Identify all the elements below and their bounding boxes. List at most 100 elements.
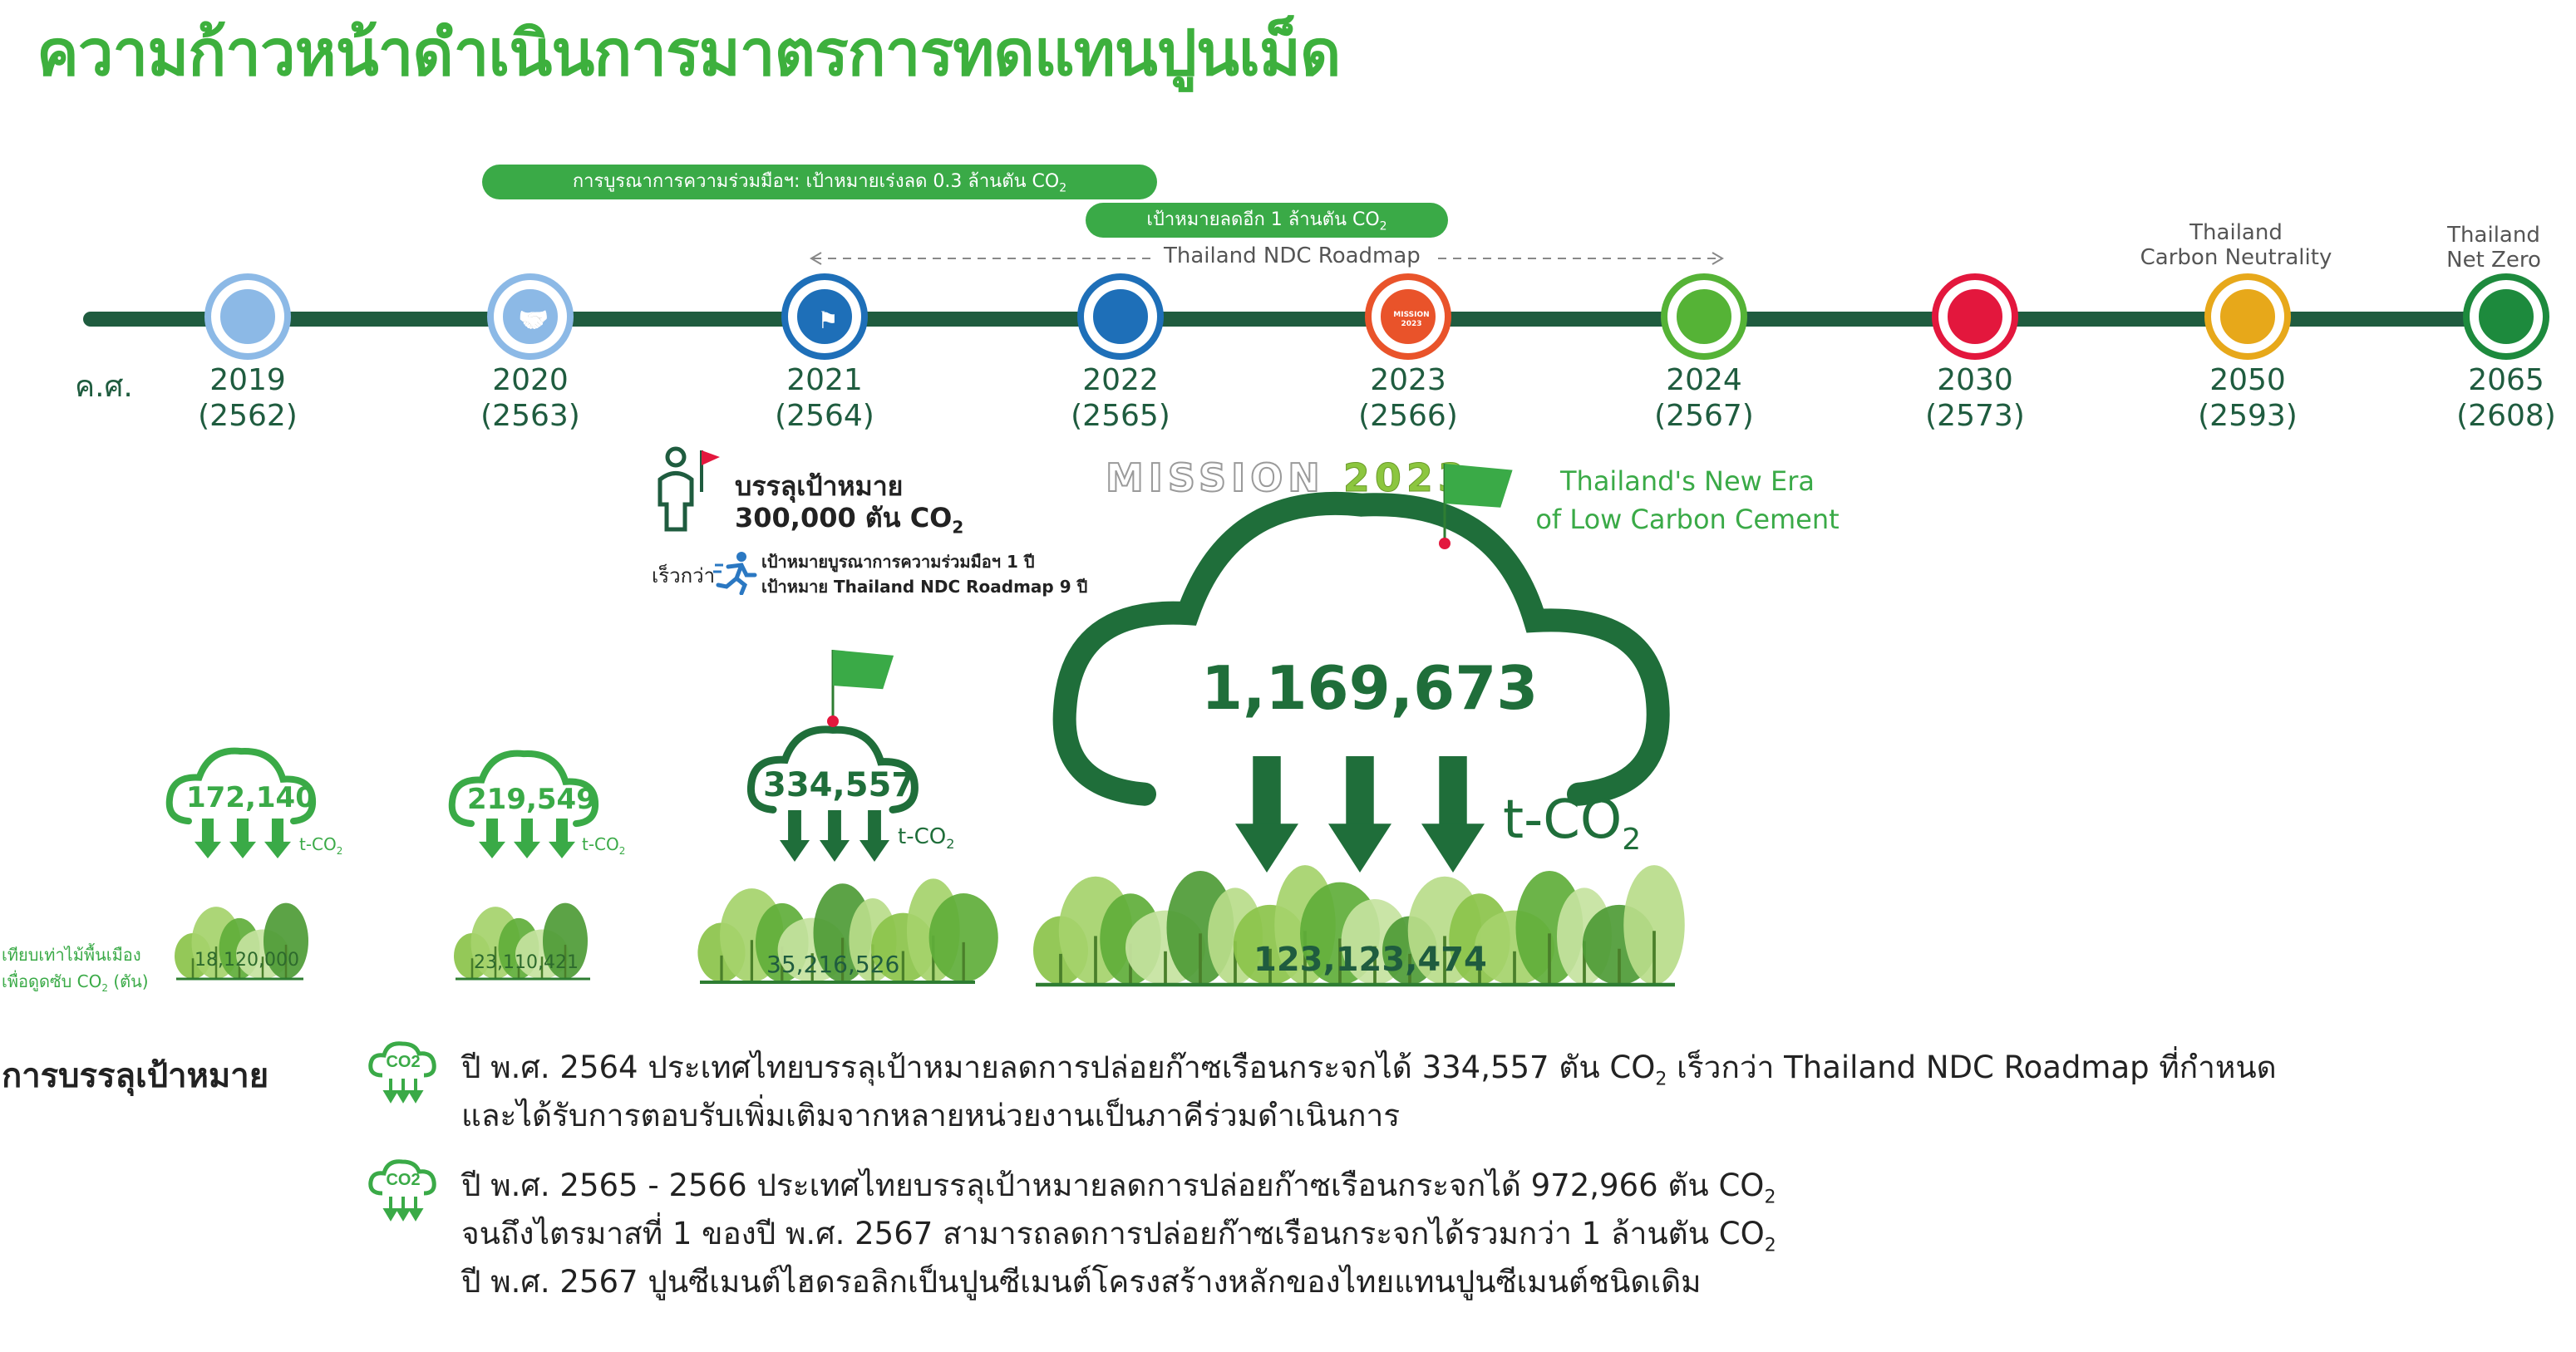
timeline-node-fill: ⚑ bbox=[794, 286, 855, 347]
footer-p2-a: ปี พ.ศ. 2565 - 2566 ประเทศไทยบรรลุเป้าหม… bbox=[461, 1168, 1765, 1203]
arrows-2021-head-0 bbox=[780, 839, 810, 862]
footer-p2-sub: 2 bbox=[1764, 1187, 1776, 1208]
trees-count-2019: 18,120,000 bbox=[195, 950, 299, 971]
year-be: (2608) bbox=[2456, 399, 2556, 433]
timeline-node-2020: 🤝 bbox=[487, 273, 574, 360]
trees-note-line2-sub: 2 bbox=[101, 982, 108, 994]
timeline-node-2050 bbox=[2204, 273, 2291, 360]
arrows-2019-head-2 bbox=[264, 841, 291, 858]
footer-p1-a: ปี พ.ศ. 2564 ประเทศไทยบรรลุเป้าหมายลดการ… bbox=[461, 1050, 1656, 1085]
footer-p1-sub: 2 bbox=[1655, 1069, 1667, 1090]
mission-badge-word: MISSION bbox=[1393, 311, 1430, 319]
timeline-node-fill: 🤝 bbox=[500, 286, 561, 347]
timeline-node-2021: ⚑ bbox=[781, 273, 868, 360]
year-be: (2562) bbox=[198, 399, 298, 433]
arrows-2019-head-1 bbox=[229, 841, 256, 858]
arrows-2021-shaft-0 bbox=[788, 810, 801, 843]
forest-mission-tree bbox=[1125, 910, 1205, 986]
timeline-dot-icon bbox=[1948, 289, 2009, 351]
cloud-mission bbox=[1052, 491, 1670, 806]
achievement-line2-text: 300,000 ตัน CO bbox=[735, 502, 953, 533]
footer-paragraph-2-line3: ปี พ.ศ. 2567 ปูนซีเมนต์ไฮดรอลิกเป็นปูนซี… bbox=[461, 1264, 1702, 1300]
achievement-line1: บรรลุเป้าหมาย bbox=[735, 470, 904, 502]
year-ad: 2050 bbox=[2209, 363, 2286, 397]
cloud-value-2019: 172,140 bbox=[186, 781, 315, 814]
arrows-mission-shaft-1 bbox=[1346, 756, 1374, 828]
flag-2021-cloth bbox=[833, 650, 894, 690]
forest-mission-tree bbox=[1623, 865, 1685, 986]
arrows-2020-shaft-0 bbox=[485, 819, 499, 843]
net-zero-line2: Net Zero bbox=[2446, 248, 2541, 273]
year-ad: 2065 bbox=[2468, 363, 2544, 397]
cloud-unit-2019: t-CO2 bbox=[299, 834, 342, 857]
cloud-unit-2019-sub: 2 bbox=[336, 845, 343, 857]
arrows-2020-shaft-2 bbox=[555, 819, 569, 843]
year-label-2030: 2030(2573) bbox=[1892, 362, 2058, 434]
faster-label: เร็วกว่า bbox=[652, 564, 716, 588]
co2-cloud-icon-1: CO2 bbox=[368, 1041, 436, 1104]
new-era-label: Thailand's New Era of Low Carbon Cement bbox=[1529, 462, 1845, 538]
arrows-2019-shaft-1 bbox=[236, 819, 249, 843]
trees-count-mission: 123,123,474 bbox=[1254, 941, 1487, 979]
arrows-mission-head-0 bbox=[1235, 823, 1298, 873]
cloud-unit-mission: t-CO2 bbox=[1503, 789, 1641, 857]
year-label-2023: 2023(2566) bbox=[1325, 362, 1491, 434]
additional-target-text: เป้าหมายลดอีก 1 ล้านตัน CO bbox=[1146, 209, 1380, 230]
net-zero-label: Thailand Net Zero bbox=[2427, 223, 2560, 273]
cloud-unit-2021: t-CO2 bbox=[898, 824, 954, 852]
additional-target-sub: 2 bbox=[1379, 219, 1387, 234]
forest-mission-tree bbox=[1557, 887, 1612, 986]
mission-heading-year: 2023 bbox=[1342, 455, 1470, 501]
timeline-line bbox=[83, 312, 2535, 327]
year-be: (2565) bbox=[1071, 399, 1170, 433]
net-zero-line1: Thailand bbox=[2447, 223, 2540, 248]
timeline-dot-icon bbox=[2479, 289, 2540, 351]
forest-mission-tree bbox=[1582, 904, 1657, 985]
arrows-2020-shaft-1 bbox=[520, 819, 534, 843]
timeline-node-2065 bbox=[2463, 273, 2549, 360]
person-flag-icon bbox=[658, 446, 720, 532]
year-be: (2593) bbox=[2198, 399, 2298, 433]
year-ad: 2024 bbox=[1666, 363, 1742, 397]
timeline-node-fill bbox=[1090, 286, 1151, 347]
year-label-2021: 2021(2564) bbox=[741, 362, 908, 434]
year-be: (2573) bbox=[1925, 399, 2025, 433]
integration-target-pill: การบูรณาการความร่วมมือฯ: เป้าหมายเร่งลด … bbox=[482, 165, 1157, 199]
cloud-unit-2020-sub: 2 bbox=[618, 845, 626, 857]
arrows-2020-head-1 bbox=[514, 841, 540, 858]
timeline-node-2024 bbox=[1661, 273, 1747, 360]
timeline-dot-icon bbox=[1677, 289, 1738, 351]
arrows-2019-head-0 bbox=[195, 841, 221, 858]
arrows-2021-shaft-2 bbox=[868, 810, 881, 843]
arrows-2021-head-2 bbox=[859, 839, 889, 862]
forest-mission-tree bbox=[1033, 916, 1088, 985]
era-label: ค.ศ. bbox=[75, 370, 133, 404]
mission-badge-year: 2023 bbox=[1401, 320, 1422, 328]
footer-p1-b: เร็วกว่า Thailand NDC Roadmap ที่กำหนด bbox=[1667, 1050, 2277, 1085]
forest-2021-tree bbox=[697, 922, 746, 982]
flag-mission-pin bbox=[1439, 538, 1451, 549]
cloud-unit-2019-text: t-CO bbox=[299, 834, 337, 854]
carbon-neutrality-line2: Carbon Neutrality bbox=[2140, 245, 2332, 270]
timeline-node-fill bbox=[1944, 286, 2006, 347]
carbon-neutrality-label: Thailand Carbon Neutrality bbox=[2128, 220, 2344, 270]
carbon-neutrality-line1: Thailand bbox=[2189, 220, 2283, 245]
cloud-unit-2020: t-CO2 bbox=[582, 834, 625, 857]
year-be: (2567) bbox=[1654, 399, 1754, 433]
timeline-node-2030 bbox=[1932, 273, 2018, 360]
additional-target-pill: เป้าหมายลดอีก 1 ล้านตัน CO2 bbox=[1086, 203, 1448, 238]
integration-target-sub: 2 bbox=[1059, 181, 1067, 195]
integration-target-text: การบูรณาการความร่วมมือฯ: เป้าหมายเร่งลด … bbox=[572, 171, 1060, 192]
footer-paragraph-2-line1: ปี พ.ศ. 2565 - 2566 ประเทศไทยบรรลุเป้าหม… bbox=[461, 1162, 1776, 1222]
new-era-line1: Thailand's New Era bbox=[1559, 465, 1815, 497]
trees-count-2020: 23,110,421 bbox=[474, 952, 579, 973]
runner-icon bbox=[713, 552, 757, 595]
cloud-unit-mission-sub: 2 bbox=[1622, 822, 1642, 857]
timeline-dot-icon bbox=[220, 289, 282, 351]
footer-p2-line2-text: จนถึงไตรมาสที่ 1 ของปี พ.ศ. 2567 สามารถล… bbox=[461, 1216, 1765, 1251]
year-ad: 2023 bbox=[1370, 363, 1446, 397]
timeline-node-fill bbox=[2217, 286, 2278, 347]
footer-paragraph-1-line1: ปี พ.ศ. 2564 ประเทศไทยบรรลุเป้าหมายลดการ… bbox=[461, 1044, 2277, 1104]
